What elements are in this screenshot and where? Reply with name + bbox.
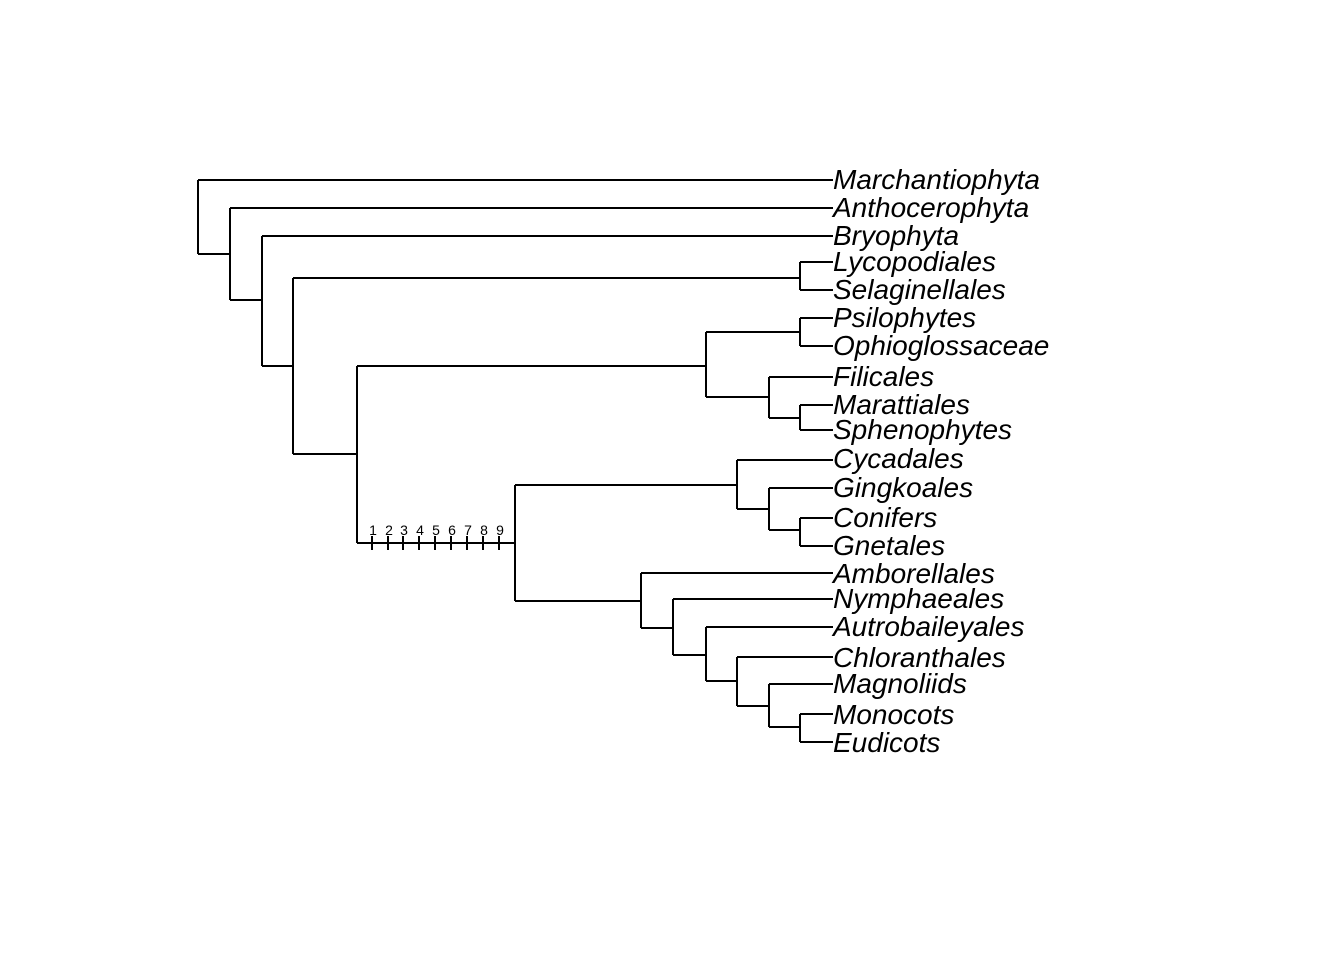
tip-label: Autrobaileyales bbox=[831, 611, 1024, 642]
tip-label: Marchantiophyta bbox=[833, 164, 1040, 195]
branch-bryophyta-node bbox=[261, 235, 833, 367]
branch-angiosperm-node bbox=[640, 572, 833, 629]
branch-lycophyte-node bbox=[799, 261, 833, 291]
branch-magnoliids-node bbox=[768, 683, 833, 728]
tick-label: 4 bbox=[416, 522, 424, 538]
tip-label: Ophioglossaceae bbox=[833, 330, 1049, 361]
tip-label: Amborellales bbox=[831, 558, 995, 589]
branch-anthocerophyta-node bbox=[229, 207, 833, 301]
tick-label: 3 bbox=[400, 522, 408, 538]
branch-conifer-node bbox=[799, 517, 833, 547]
tip-label: Gnetales bbox=[833, 530, 945, 561]
tick-label: 2 bbox=[385, 522, 393, 538]
branch-chloranthales-node bbox=[736, 656, 833, 707]
branch-seedplant-node bbox=[514, 484, 737, 602]
branch-autrobaileyales-node bbox=[705, 626, 833, 682]
tree-branches bbox=[197, 179, 833, 743]
branch-root bbox=[197, 179, 833, 255]
tip-label: Monocots bbox=[833, 699, 954, 730]
branch-psilophyte-node bbox=[799, 317, 833, 347]
tip-label: Magnoliids bbox=[833, 668, 967, 699]
tip-label: Marattiales bbox=[833, 389, 970, 420]
tip-label: Bryophyta bbox=[833, 220, 959, 251]
tick-label: 7 bbox=[464, 522, 472, 538]
tip-label: Nymphaeales bbox=[833, 583, 1004, 614]
branch-ticks: 1 2 3 4 5 6 7 8 9 bbox=[369, 522, 504, 550]
tip-labels: Marchantiophyta Anthocerophyta Bryophyta… bbox=[831, 164, 1049, 758]
branch-fern-node bbox=[705, 331, 800, 398]
tick-label: 8 bbox=[480, 522, 488, 538]
branch-nymphaeales-node bbox=[672, 598, 833, 656]
tip-label: Cycadales bbox=[833, 443, 964, 474]
tip-label: Conifers bbox=[833, 502, 937, 533]
tip-label: Psilophytes bbox=[833, 302, 976, 333]
tip-label: Lycopodiales bbox=[833, 246, 996, 277]
tip-label: Anthocerophyta bbox=[831, 192, 1029, 223]
tick-label: 1 bbox=[369, 522, 377, 538]
branch-monocot-node bbox=[799, 713, 833, 743]
branch-euphyllophyte-node bbox=[356, 365, 706, 544]
tick-marks bbox=[371, 536, 500, 550]
tick-label: 9 bbox=[496, 522, 504, 538]
tip-label: Selaginellales bbox=[833, 274, 1006, 305]
tip-label: Gingkoales bbox=[833, 472, 973, 503]
branch-marattiales-node bbox=[799, 404, 833, 431]
tick-label: 6 bbox=[448, 522, 456, 538]
tip-label: Sphenophytes bbox=[833, 414, 1012, 445]
tick-label: 5 bbox=[432, 522, 440, 538]
tip-label: Filicales bbox=[833, 361, 934, 392]
branch-tracheophyte-node bbox=[292, 277, 800, 455]
tip-label: Eudicots bbox=[833, 727, 940, 758]
branch-gingkoales-node bbox=[768, 487, 833, 531]
branch-gymnosperm-node bbox=[736, 459, 833, 510]
branch-filicales-node bbox=[768, 376, 833, 419]
tip-label: Chloranthales bbox=[833, 642, 1006, 673]
